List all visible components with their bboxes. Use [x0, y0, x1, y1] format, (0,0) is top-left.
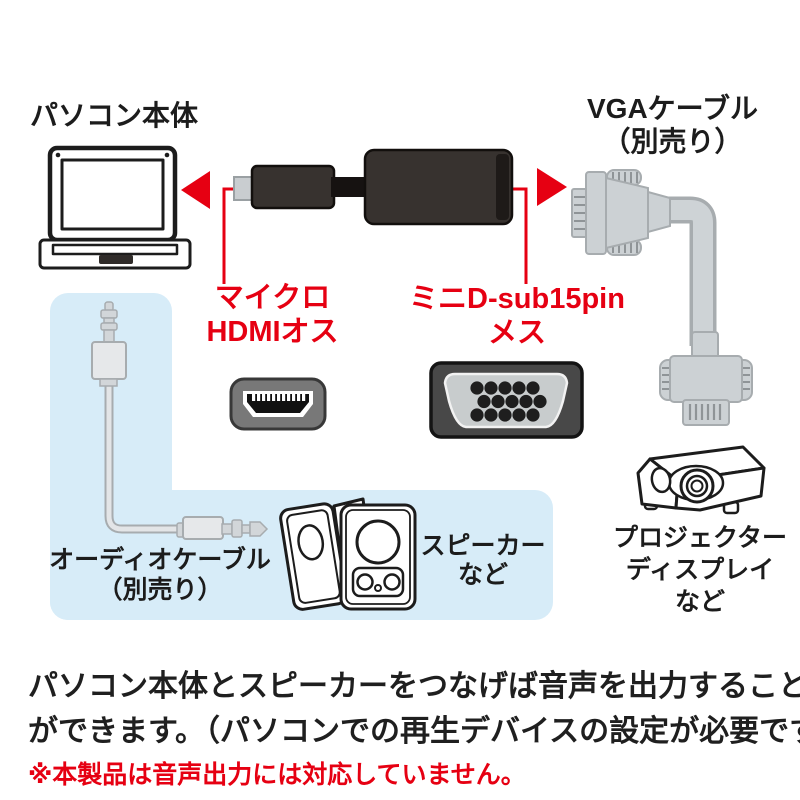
speakers-illustration [279, 497, 417, 611]
laptop-illustration [38, 145, 192, 270]
speaker-label: スピーカー など [420, 532, 546, 589]
pc-label: パソコン本体 [30, 100, 199, 131]
audio-cable-illustration [91, 301, 269, 540]
footer-line-2: ができます。（パソコンでの再生デバイスの設定が必要です） [28, 715, 800, 748]
micro-hdmi-label: マイクロ HDMIオス [206, 282, 339, 348]
arrow-left-icon [181, 171, 210, 209]
vga-connector-bottom [659, 331, 753, 426]
micro-hdmi-connector-icon [229, 377, 327, 431]
footer-line-1: パソコン本体とスピーカーをつなげば音声を出力すること [28, 670, 800, 703]
audio-plug-right [176, 516, 269, 540]
footer-text: パソコン本体とスピーカーをつなげば音声を出力すること ができます。（パソコンでの… [28, 664, 800, 790]
vga-connector-top [571, 169, 671, 256]
audio-plug-top [91, 301, 127, 387]
footer-note: ※本製品は音声出力には対応していません。 [28, 761, 526, 789]
adapter-illustration [233, 148, 514, 226]
vga-cable-label: VGAケーブル （別売り） [587, 93, 758, 157]
pointer-lines [222, 187, 528, 284]
pointer-line-hdmi [222, 187, 237, 284]
pointer-line-dsub [511, 187, 528, 284]
audio-cable-label: オーディオケーブル （別売り） [49, 546, 271, 604]
projector-illustration [636, 445, 766, 515]
arrow-right-icon [537, 168, 567, 206]
mini-dsub-connector-icon [429, 361, 584, 439]
vga-cable-illustration [571, 169, 753, 426]
projector-label: プロジェクター ディスプレイ など [612, 524, 787, 616]
mini-dsub-label: ミニD-sub15pin メス [409, 283, 625, 349]
